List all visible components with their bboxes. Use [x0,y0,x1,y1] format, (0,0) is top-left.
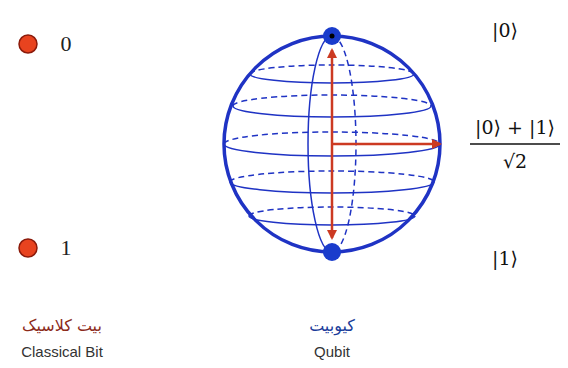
superposition-numerator: |0⟩ + |1⟩ [475,116,555,139]
ket-label: |0⟩ [492,19,518,42]
caption-persian: بیت کلاسیک [22,316,102,335]
fraction-bar [470,143,560,144]
bit-value: 1 [61,235,72,261]
bit-dot [19,35,37,53]
superposition-denominator: √2 [503,150,527,173]
bit-dot [19,239,37,257]
pole-dot-center [330,34,335,39]
caption-english: Qubit [314,343,350,361]
state-arrows [332,50,440,238]
pole-dot [323,27,341,45]
bit-value: 0 [61,31,72,57]
bloch-sphere [224,36,440,252]
pole-dot [323,243,341,261]
caption-persian: کیوبیت [309,316,355,335]
ket-label: |1⟩ [492,247,518,270]
caption-english: Classical Bit [21,343,103,361]
